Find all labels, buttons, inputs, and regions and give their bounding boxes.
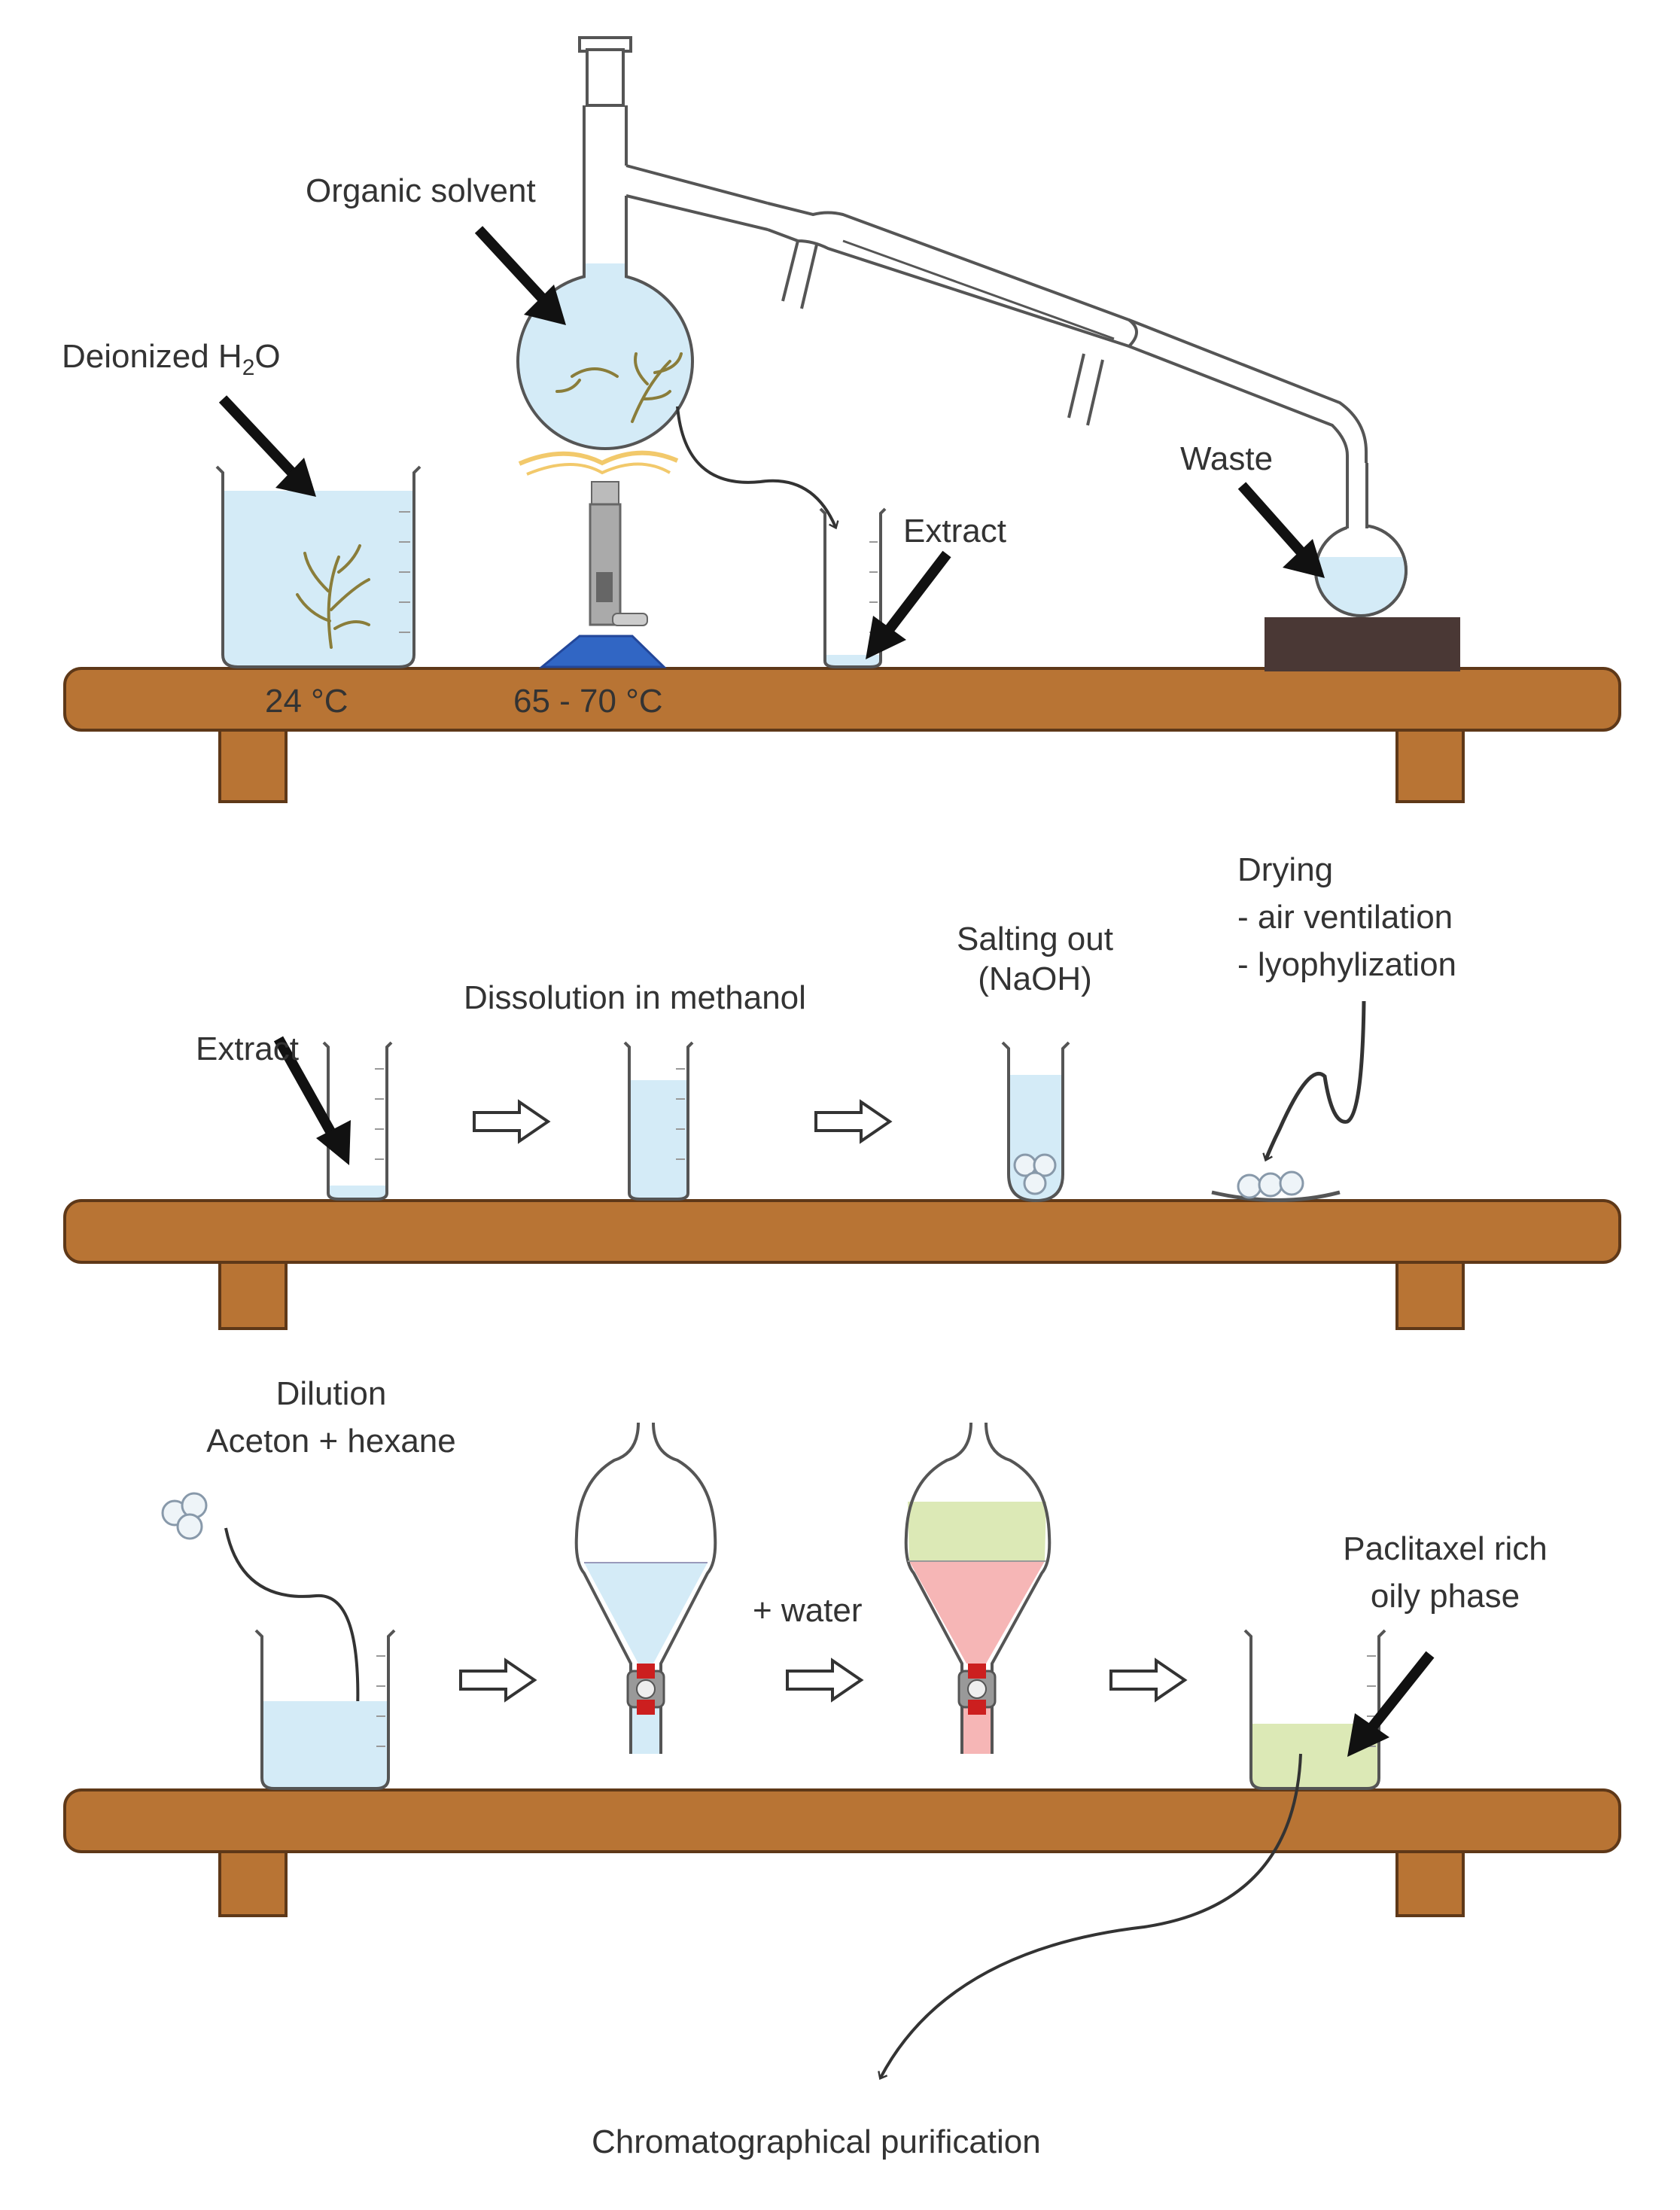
dilution-beaker [254, 1629, 396, 1790]
oily-phase-beaker [1243, 1629, 1386, 1790]
salting-tube [1001, 1041, 1070, 1203]
process-arrow [786, 1658, 864, 1703]
label-extract-step1: Extract [903, 513, 1006, 549]
process-arrow [459, 1658, 537, 1703]
pointer-arrow [218, 395, 316, 497]
label-temp-heated: 65 - 70 °C [513, 683, 663, 720]
transfer-arrow [676, 406, 839, 530]
label-waste: Waste [1180, 440, 1274, 477]
crystals-icon [161, 1492, 208, 1540]
label-temp-room: 24 °C [265, 683, 348, 720]
process-arrow [1109, 1658, 1188, 1703]
water-beaker [215, 465, 422, 668]
waste-flask [1265, 463, 1460, 671]
label-chromatography: Chromatographical purification [592, 2123, 1041, 2160]
condenser [625, 164, 1368, 467]
shelf-middle [63, 1199, 1621, 1330]
drying-dish [1211, 1170, 1341, 1202]
label-organic-solvent: Organic solvent [306, 172, 536, 209]
bunsen-burner [518, 450, 679, 668]
label-salting-out: Salting out(NaOH) [957, 921, 1113, 997]
drying-squiggle-arrow [1262, 1000, 1366, 1162]
label-drying: Drying- air ventilation- lyophylization [1237, 851, 1457, 983]
methanol-beaker [623, 1041, 694, 1201]
label-dissolution: Dissolution in methanol [464, 979, 806, 1016]
transfer-arrow [224, 1527, 364, 1715]
pointer-arrow [273, 1036, 351, 1165]
label-plus-water: + water [753, 1592, 863, 1629]
process-arrow [473, 1099, 551, 1144]
pointer-arrow [1347, 1651, 1435, 1757]
chromatography-arrow [878, 1753, 1302, 2081]
label-extract-step2: Extract [196, 1030, 299, 1067]
pointer-arrow [1237, 482, 1325, 578]
plant-sprig-icon [296, 544, 370, 649]
distillation-flask [516, 36, 694, 450]
label-deionized-water: Deionized H2O [62, 338, 281, 380]
pointer-arrow [866, 550, 951, 659]
shelf-bottom [63, 1788, 1621, 1917]
plant-sprig-icon [555, 352, 683, 423]
pointer-arrow [474, 226, 566, 325]
separatory-funnel-1 [574, 1422, 717, 1754]
extract-beaker-2 [322, 1041, 393, 1201]
separatory-funnel-2 [904, 1422, 1052, 1754]
process-arrow [814, 1099, 893, 1144]
